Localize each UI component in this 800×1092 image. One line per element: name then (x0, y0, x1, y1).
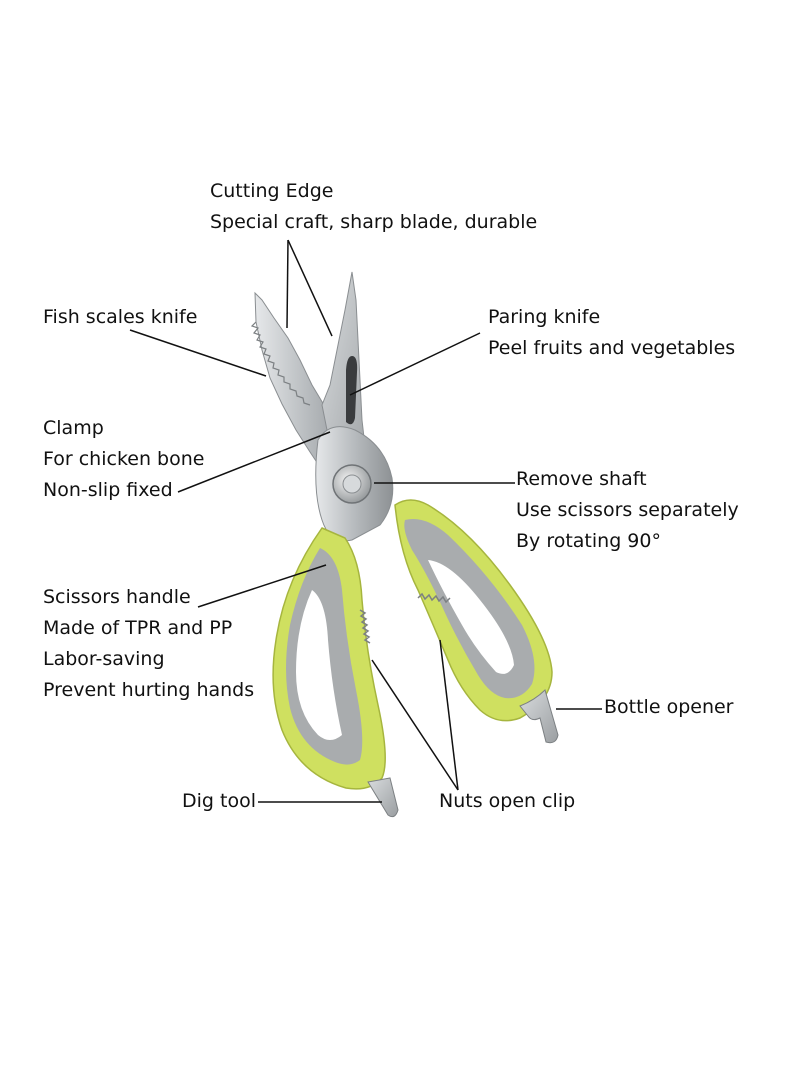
leader-handle (197, 564, 327, 608)
fish-scales-title: Fish scales knife (43, 306, 198, 328)
callout-scissors-handle: Scissors handle Made of TPR and PP Labor… (43, 582, 254, 706)
callout-bottle-opener: Bottle opener (604, 692, 733, 723)
handle-line2: Made of TPR and PP (43, 617, 233, 639)
handle-line3: Labor-saving (43, 648, 165, 670)
left-handle-loop (296, 590, 342, 740)
dig-tool-tip (367, 777, 399, 818)
callout-fish-scales-knife: Fish scales knife (43, 302, 197, 333)
right-handle-loop (428, 560, 514, 674)
callout-nuts-open-clip: Nuts open clip (439, 786, 575, 817)
dig-tool-title: Dig tool (182, 790, 256, 812)
callout-cutting-edge: Cutting Edge Special craft, sharp blade,… (210, 176, 537, 238)
serration-teeth (250, 321, 311, 406)
bottle-opener-title: Bottle opener (604, 696, 734, 718)
leader-cutting-edge-2 (287, 239, 333, 337)
paring-knife-desc: Peel fruits and vegetables (488, 337, 736, 359)
callout-dig-tool: Dig tool (182, 786, 256, 817)
callout-clamp: Clamp For chicken bone Non-slip fixed (43, 413, 204, 506)
callout-remove-shaft: Remove shaft Use scissors separately By … (516, 464, 739, 557)
nuts-clip-teeth-right (417, 592, 451, 604)
paring-slot (346, 356, 358, 425)
callout-paring-knife: Paring knife Peel fruits and vegetables (488, 302, 735, 364)
leader-nuts-clip-1 (371, 659, 459, 791)
remove-shaft-line2: Use scissors separately (516, 499, 739, 521)
clamp-line3: Non-slip fixed (43, 479, 173, 501)
leader-nuts-clip-2 (439, 639, 459, 791)
handle-title: Scissors handle (43, 586, 191, 608)
leader-cutting-edge-1 (286, 239, 289, 329)
nuts-clip-teeth-left (359, 609, 371, 644)
remove-shaft-line3: By rotating 90° (516, 530, 661, 552)
clamp-line2: For chicken bone (43, 448, 205, 470)
bottle-opener-tip (519, 689, 559, 744)
clamp-title: Clamp (43, 417, 104, 439)
remove-shaft-title: Remove shaft (516, 468, 647, 490)
nuts-clip-title: Nuts open clip (439, 790, 576, 812)
handle-line4: Prevent hurting hands (43, 679, 255, 701)
leader-clamp (177, 431, 331, 493)
cutting-edge-desc: Special craft, sharp blade, durable (210, 211, 538, 233)
paring-knife-title: Paring knife (488, 306, 601, 328)
leader-lines (129, 239, 602, 803)
leader-fish-scales (129, 329, 267, 377)
cutting-edge-title: Cutting Edge (210, 180, 334, 202)
leader-paring-knife (349, 332, 481, 396)
